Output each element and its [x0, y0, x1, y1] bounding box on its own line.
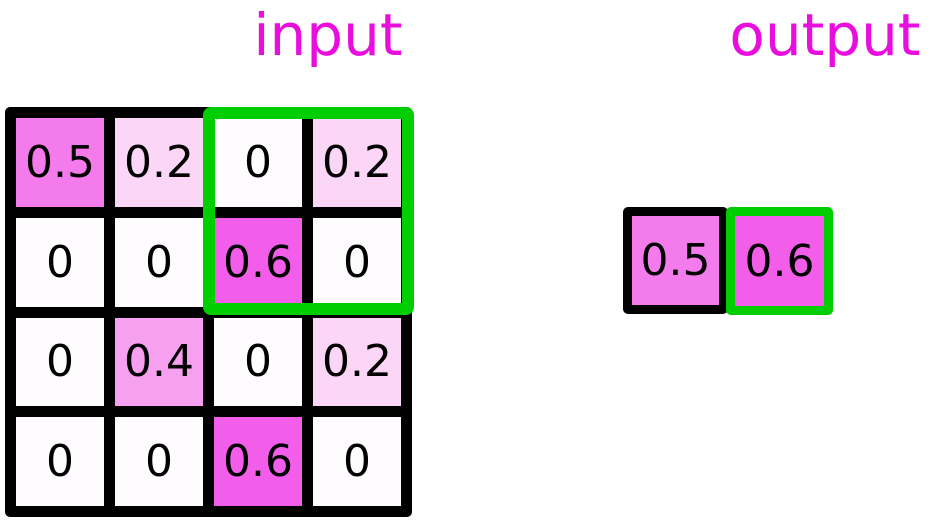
input-cell-r3c2: 0.6: [214, 417, 302, 506]
output-panel-title: output: [729, 1, 921, 69]
input-cell-r1c1: 0: [115, 217, 203, 307]
input-cell-r1c3: 0: [313, 217, 401, 307]
input-cell-r2c3: 0.2: [313, 317, 401, 407]
input-cell-r0c2: 0: [214, 118, 302, 207]
input-cell-r3c1: 0: [115, 417, 203, 506]
input-cell-r1c0: 0: [16, 217, 104, 307]
input-cell-r0c0: 0.5: [16, 118, 104, 207]
input-cell-r0c3: 0.2: [313, 118, 401, 207]
input-cell-r2c2: 0: [214, 317, 302, 407]
input-cell-r2c1: 0.4: [115, 317, 203, 407]
input-grid: 0.5 0.2 0 0.2 0 0 0.6 0 0 0.4 0 0.2 0 0 …: [5, 107, 414, 517]
output-cell-1-highlighted: 0.6: [726, 207, 833, 315]
input-cell-r3c0: 0: [16, 417, 104, 506]
output-cells: 0.5 0.6: [623, 207, 833, 315]
output-cell-0: 0.5: [623, 207, 728, 314]
input-cell-r2c0: 0: [16, 317, 104, 407]
input-cell-r3c3: 0: [313, 417, 401, 506]
input-cell-r1c2: 0.6: [214, 217, 302, 307]
input-cell-r0c1: 0.2: [115, 118, 203, 207]
input-panel-title: input: [253, 1, 403, 69]
